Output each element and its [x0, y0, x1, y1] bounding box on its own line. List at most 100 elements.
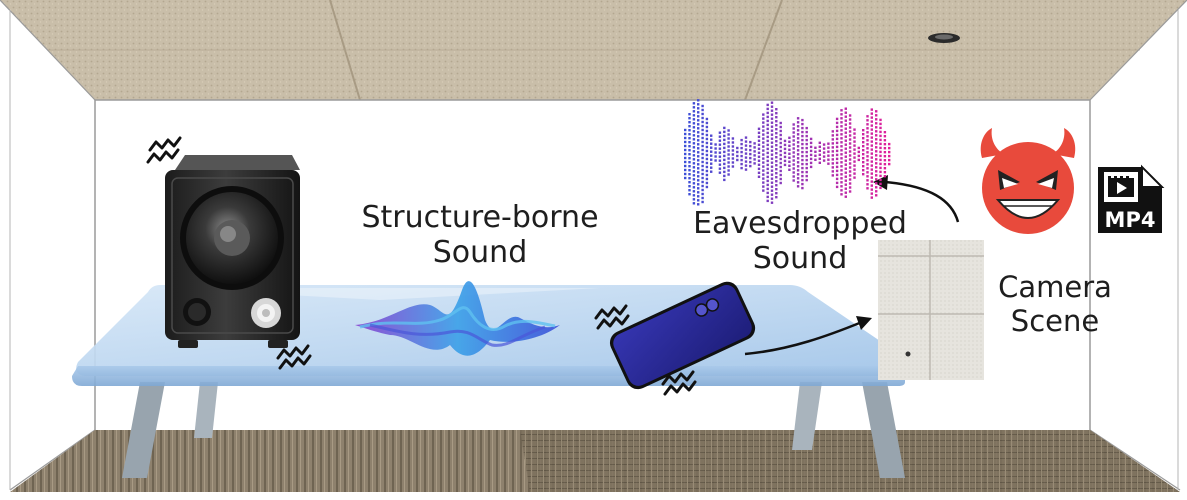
- waveform-dot: [883, 135, 887, 138]
- waveform-dot: [770, 149, 774, 152]
- waveform-dot: [862, 173, 865, 176]
- waveform-dot: [692, 158, 696, 161]
- waveform-dot: [853, 132, 856, 135]
- waveform-dot: [835, 145, 839, 149]
- waveform-dot: [766, 187, 769, 191]
- waveform-dot: [692, 146, 696, 149]
- waveform-dot: [688, 129, 691, 132]
- waveform-dot: [792, 163, 795, 166]
- waveform-dot: [888, 142, 891, 146]
- waveform-dot: [688, 113, 691, 116]
- waveform-dot: [792, 147, 795, 150]
- waveform-dot: [870, 148, 873, 151]
- waveform-dot: [835, 173, 839, 177]
- waveform-dot: [835, 185, 839, 189]
- waveform-dot: [762, 137, 765, 140]
- table-leg: [194, 382, 218, 438]
- devil-emoji-icon: [980, 128, 1076, 234]
- waveform-dot: [727, 145, 730, 148]
- waveform-dot: [766, 147, 769, 151]
- waveform-dot: [875, 170, 878, 173]
- waveform-dot: [775, 144, 778, 147]
- waveform-dot: [870, 168, 873, 171]
- waveform-dot: [762, 177, 765, 180]
- waveform-dot: [792, 127, 795, 130]
- waveform-dot: [848, 126, 852, 129]
- waveform-dot: [835, 149, 839, 153]
- waveform-dot: [801, 178, 804, 182]
- waveform-dot: [692, 186, 696, 189]
- waveform-dot: [831, 138, 834, 141]
- waveform-dot: [848, 166, 852, 169]
- waveform-dot: [805, 130, 808, 134]
- waveform-dot: [757, 155, 761, 158]
- waveform-dot: [779, 121, 782, 125]
- waveform-dot: [697, 123, 700, 126]
- waveform-dot: [853, 168, 856, 171]
- waveform-dot: [792, 175, 795, 178]
- waveform-dot: [866, 175, 869, 178]
- waveform-dot: [710, 154, 713, 157]
- waveform-dot: [853, 160, 856, 163]
- waveform-dot: [770, 189, 774, 192]
- waveform-dot: [805, 178, 808, 182]
- waveform-dot: [844, 175, 847, 178]
- waveform-dot: [749, 160, 752, 164]
- waveform-dot: [818, 161, 821, 164]
- waveform-dot: [844, 135, 847, 138]
- waveform-dot: [697, 199, 700, 202]
- waveform-dot: [883, 155, 887, 158]
- waveform-dot: [779, 165, 782, 169]
- waveform-dot: [853, 148, 856, 151]
- waveform-dot: [766, 195, 769, 199]
- waveform-dot: [766, 139, 769, 143]
- waveform-dot: [888, 146, 891, 150]
- waveform-dot: [844, 191, 847, 194]
- waveform-dot: [757, 135, 761, 138]
- waveform-dot: [875, 134, 878, 137]
- smartphone-icon: [609, 281, 756, 390]
- waveform-dot: [875, 182, 878, 185]
- waveform-dot: [844, 127, 847, 130]
- waveform-dot: [692, 134, 696, 137]
- waveform-dot: [792, 151, 795, 154]
- waveform-dot: [792, 179, 795, 182]
- waveform-dot: [809, 137, 813, 141]
- waveform-dot: [805, 150, 808, 154]
- waveform-dot: [875, 194, 878, 197]
- waveform-dot: [875, 142, 878, 145]
- waveform-dot: [762, 153, 765, 156]
- waveform-dot: [770, 161, 774, 164]
- waveform-dot: [727, 165, 730, 168]
- waveform-dot: [870, 140, 873, 143]
- waveform-dot: [757, 171, 761, 174]
- waveform-dot: [766, 127, 769, 131]
- waveform-dot: [844, 167, 847, 170]
- waveform-dot: [796, 141, 800, 144]
- waveform-dot: [875, 118, 878, 121]
- waveform-dot: [684, 168, 687, 172]
- waveform-dot: [688, 173, 691, 176]
- waveform-dot: [792, 167, 795, 170]
- waveform-dot: [870, 180, 873, 183]
- waveform-dot: [697, 107, 700, 110]
- eavesdropped-label-line1: Eavesdropped: [693, 206, 907, 241]
- waveform-dot: [705, 161, 709, 165]
- waveform-dot: [835, 161, 839, 165]
- waveform-dot: [770, 169, 774, 172]
- waveform-dot: [736, 158, 739, 162]
- waveform-dot: [835, 133, 839, 137]
- waveform-dot: [796, 185, 800, 188]
- waveform-dot: [762, 181, 765, 184]
- waveform-dot: [766, 111, 769, 115]
- waveform-dot: [705, 157, 709, 161]
- waveform-dot: [714, 143, 717, 146]
- waveform-dot: [701, 196, 704, 200]
- waveform-dot: [835, 137, 839, 141]
- waveform-dot: [710, 142, 713, 145]
- waveform-dot: [770, 197, 774, 200]
- waveform-dot: [840, 129, 843, 132]
- waveform-dot: [692, 118, 696, 121]
- waveform-dot: [796, 149, 800, 152]
- waveform-dot: [783, 147, 787, 151]
